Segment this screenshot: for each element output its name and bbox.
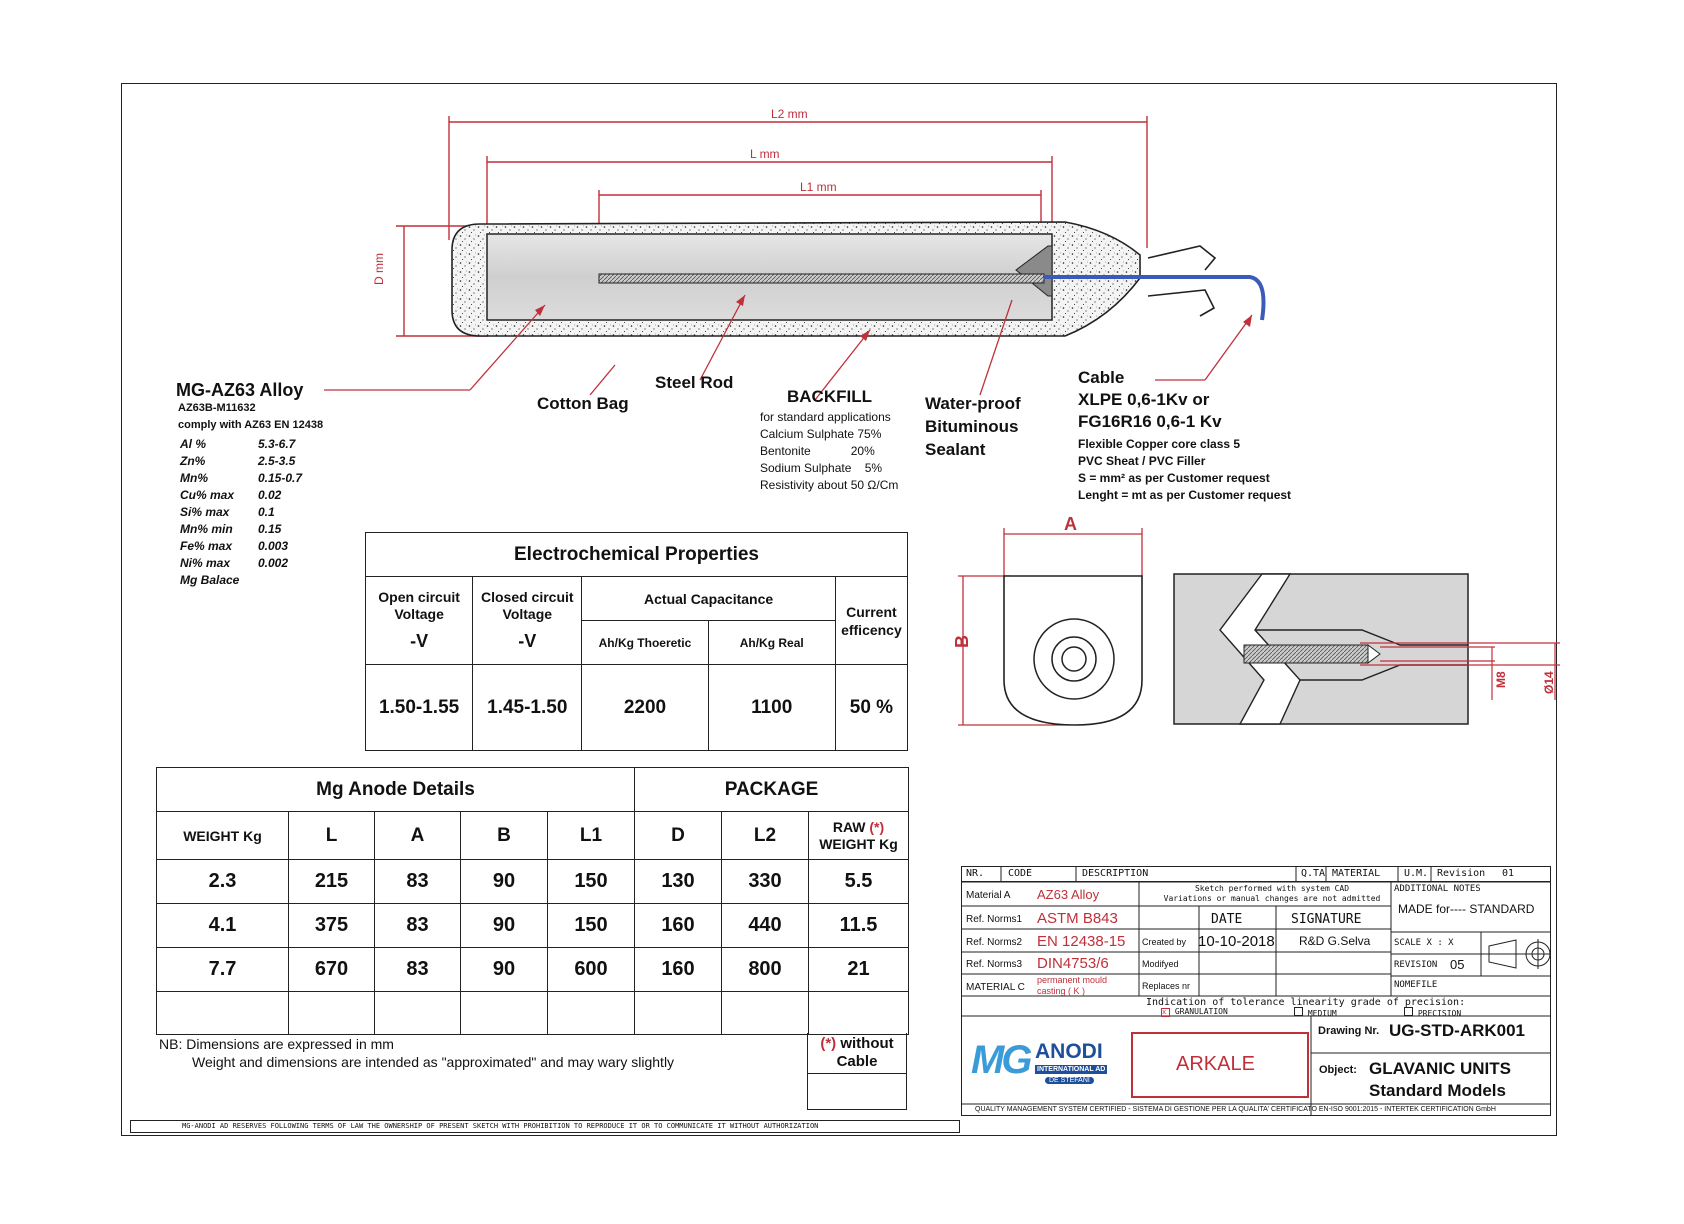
mg-anodi-logo: MG ANODI INTERNATIONAL AD DE STEFANI: [971, 1038, 1108, 1084]
leader-lines: [324, 294, 1253, 401]
thread-m8-label: M8: [1494, 671, 1508, 688]
backfill-title: BACKFILL: [787, 387, 872, 406]
created-date: 10-10-2018: [1198, 933, 1275, 950]
efficiency-value: 50 %: [834, 664, 909, 751]
note-approximated: Weight and dimensions are intended as "a…: [192, 1054, 675, 1070]
cable-type-1: XLPE 0,6-1Kv or: [1078, 390, 1210, 409]
alloy-row: Mn%0.15-0.7: [180, 471, 303, 485]
alloy-title: MG-AZ63 Alloy: [176, 380, 304, 400]
ownership-notice: MG-ANODI AD RESERVES FOLLOWING TERMS OF …: [182, 1122, 819, 1130]
diameter-14-label: Ø14: [1542, 671, 1556, 694]
current-efficiency-header: Current efficency: [834, 576, 909, 665]
tolerance-note: Indication of tolerance linearity grade …: [1146, 997, 1466, 1008]
cable-specs: Flexible Copper core class 5 PVC Sheat /…: [1078, 437, 1292, 502]
steel-rod-label: Steel Rod: [655, 373, 734, 392]
footer-strip: [130, 1120, 960, 1133]
electro-title: Electrochemical Properties: [365, 532, 908, 577]
object-line-2: Standard Models: [1369, 1081, 1506, 1100]
medium-checkbox[interactable]: [1294, 1007, 1303, 1016]
electrochemical-table: Electrochemical Properties Open circuit …: [364, 532, 909, 751]
dim-l: L mm: [750, 147, 780, 161]
backfill-composition: for standard applications Calcium Sulpha…: [760, 410, 899, 492]
granulation-checkbox[interactable]: x: [1161, 1008, 1170, 1017]
precision-checkbox[interactable]: [1404, 1007, 1413, 1016]
created-signature: R&D G.Selva: [1299, 934, 1371, 948]
dim-l2: L2 mm: [771, 107, 808, 121]
section-a-label: A: [1064, 514, 1077, 534]
alloy-spec-2: comply with AZ63 EN 12438: [178, 419, 324, 431]
drawing-frame: [121, 83, 1557, 1136]
actual-capacitance-header: Actual Capacitance: [581, 576, 836, 621]
package-title: PACKAGE: [634, 767, 909, 812]
norm1-value: ASTM B843: [1037, 910, 1118, 927]
note-dimensions: NB: Dimensions are expressed in mm: [159, 1036, 394, 1052]
cable-type-2: FG16R16 0,6-1 Kv: [1078, 412, 1222, 431]
title-block: NR. CODE DESCRIPTION Q.TA MATERIAL U.M. …: [961, 866, 1551, 1116]
quality-certification: QUALITY MANAGEMENT SYSTEM CERTIFIED - SI…: [975, 1106, 1496, 1113]
alloy-row: Al %5.3-6.7: [180, 437, 296, 451]
raw-weight-header: RAW (*) WEIGHT Kg: [808, 811, 909, 860]
section-b-label: B: [952, 635, 972, 648]
title-block-grid: [961, 866, 1551, 1116]
closed-voltage-value: 1.45-1.50: [472, 664, 583, 751]
anode-details-table: Mg Anode Details PACKAGE WEIGHT Kg L A B…: [156, 767, 909, 1035]
drawing-number: UG-STD-ARK001: [1389, 1021, 1526, 1040]
cotton-bag-label: Cotton Bag: [537, 394, 629, 413]
sketch-note: Sketch performed with system CAD Variati…: [1163, 884, 1381, 903]
cable-title: Cable: [1078, 368, 1125, 387]
details-title: Mg Anode Details: [156, 767, 635, 812]
sealant-label: Water-proof Bituminous Sealant: [925, 394, 1021, 459]
norm3-value: DIN4753/6: [1037, 955, 1109, 972]
medium-option: MEDIUM: [1294, 1007, 1337, 1018]
granulation-option: x GRANULATION: [1161, 1007, 1228, 1017]
company-box: [1131, 1032, 1309, 1098]
object-line-1: GLAVANIC UNITS: [1369, 1059, 1511, 1078]
precision-option: PRECISION: [1404, 1007, 1461, 1018]
theoretic-capacitance-value: 2200: [581, 664, 709, 751]
open-voltage-value: 1.50-1.55: [364, 664, 474, 751]
material-c-value: permanent mould casting ( K ): [1037, 975, 1108, 996]
alloy-row: Zn%2.5-3.5: [180, 454, 296, 468]
company-name: ARKALE: [1176, 1053, 1255, 1075]
rod-insert-detail: [1173, 573, 1560, 725]
material-a-value: AZ63 Alloy: [1037, 887, 1100, 902]
made-for-note: MADE for---- STANDARD: [1398, 902, 1535, 916]
real-capacitance-value: 1100: [707, 664, 836, 751]
norm2-value: EN 12438-15: [1037, 933, 1126, 950]
alloy-spec-1: AZ63B-M11632: [178, 402, 256, 414]
end-section-view: [958, 528, 1143, 726]
dim-l1: L1 mm: [800, 180, 837, 194]
alloy-row: Mg Balace: [180, 573, 240, 587]
dim-d: D mm: [372, 253, 386, 285]
